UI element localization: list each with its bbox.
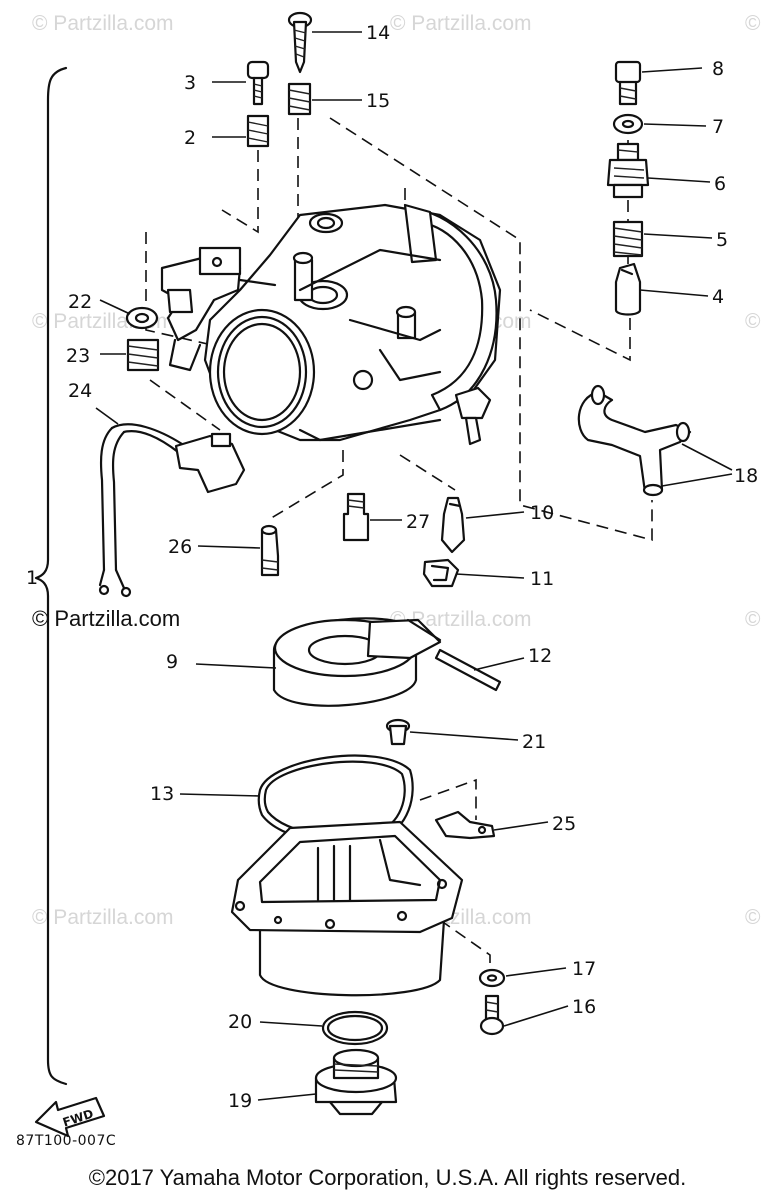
watermark: © Partzilla.com [390,12,532,35]
callout-21: 21 [522,731,546,753]
part-14-screw [287,11,313,74]
callout-17: 17 [572,958,596,980]
callout-23: 23 [66,345,90,367]
callout-27: 27 [406,511,430,533]
callout-18: 18 [734,465,758,487]
part-16-screw [479,994,505,1036]
part-7-washer [612,113,644,135]
callout-11: 11 [530,568,554,590]
watermark-symbol: © [745,608,761,631]
part-22-washer [125,306,159,330]
part-4-needle [614,262,642,316]
part-23-spring [126,338,160,372]
part-8-bolt [614,60,642,106]
part-6-fitting [606,142,650,199]
carburetor-body [160,203,502,446]
watermark: © Partzilla.com [390,608,532,631]
callout-3: 3 [184,72,196,94]
part-9-float [272,617,442,707]
callout-14: 14 [366,22,390,44]
copyright-footer: ©2017 Yamaha Motor Corporation, U.S.A. A… [88,1165,687,1190]
watermark: © Partzilla.com [32,12,174,35]
part-24-wire-assembly [98,423,246,598]
callout-4: 4 [712,286,724,308]
part-5-spring [612,220,644,258]
part-10-needle-valve [440,496,466,554]
callout-25: 25 [552,813,576,835]
callout-9: 9 [166,651,178,673]
callout-5: 5 [716,229,728,251]
part-3-screw [246,60,270,106]
callout-26: 26 [168,536,192,558]
callout-19: 19 [228,1090,252,1112]
part-11-clip [422,558,460,588]
part-18-hose [577,384,692,497]
watermark: © Partzilla.com [32,906,174,929]
callout-10: 10 [530,502,554,524]
callout-24: 24 [68,380,92,402]
assembly-bracket: 1 [26,66,68,1086]
leader-lines [95,31,733,1101]
part-15-spring [287,82,312,116]
watermark-layer: © Partzilla.com © Partzilla.com © © Part… [32,12,761,929]
watermark-symbol: © [745,906,761,929]
callout-1: 1 [26,567,38,589]
callout-6: 6 [714,173,726,195]
partzilla-watermark-label: © Partzilla.com [32,606,181,631]
callout-13: 13 [150,783,174,805]
diagram-code: 87T100-007C [16,1133,117,1149]
float-bowl [230,820,464,997]
part-17-washer [478,968,506,988]
callout-15: 15 [366,90,390,112]
watermark-symbol: © [745,310,761,333]
part-21-screw [385,718,411,746]
alignment-lines [145,117,653,965]
callout-22: 22 [68,291,92,313]
callout-8: 8 [712,58,724,80]
callout-2: 2 [184,127,196,149]
callout-7: 7 [712,116,724,138]
part-27-jet [342,492,370,542]
part-26-jet [260,524,280,577]
part-19-drain-plug [314,1048,398,1116]
callout-labels: 2 3 4 5 6 7 8 9 10 11 12 13 14 15 16 17 … [66,22,758,1112]
part-20-o-ring [321,1010,389,1046]
part-2-spring [246,114,270,148]
callout-12: 12 [528,645,552,667]
callout-20: 20 [228,1011,252,1033]
part-25-bracket [434,810,496,840]
fwd-arrow-icon: FWD [34,1096,106,1138]
callout-16: 16 [572,996,596,1018]
part-12-pin [434,648,502,692]
watermark-symbol: © [745,12,761,35]
